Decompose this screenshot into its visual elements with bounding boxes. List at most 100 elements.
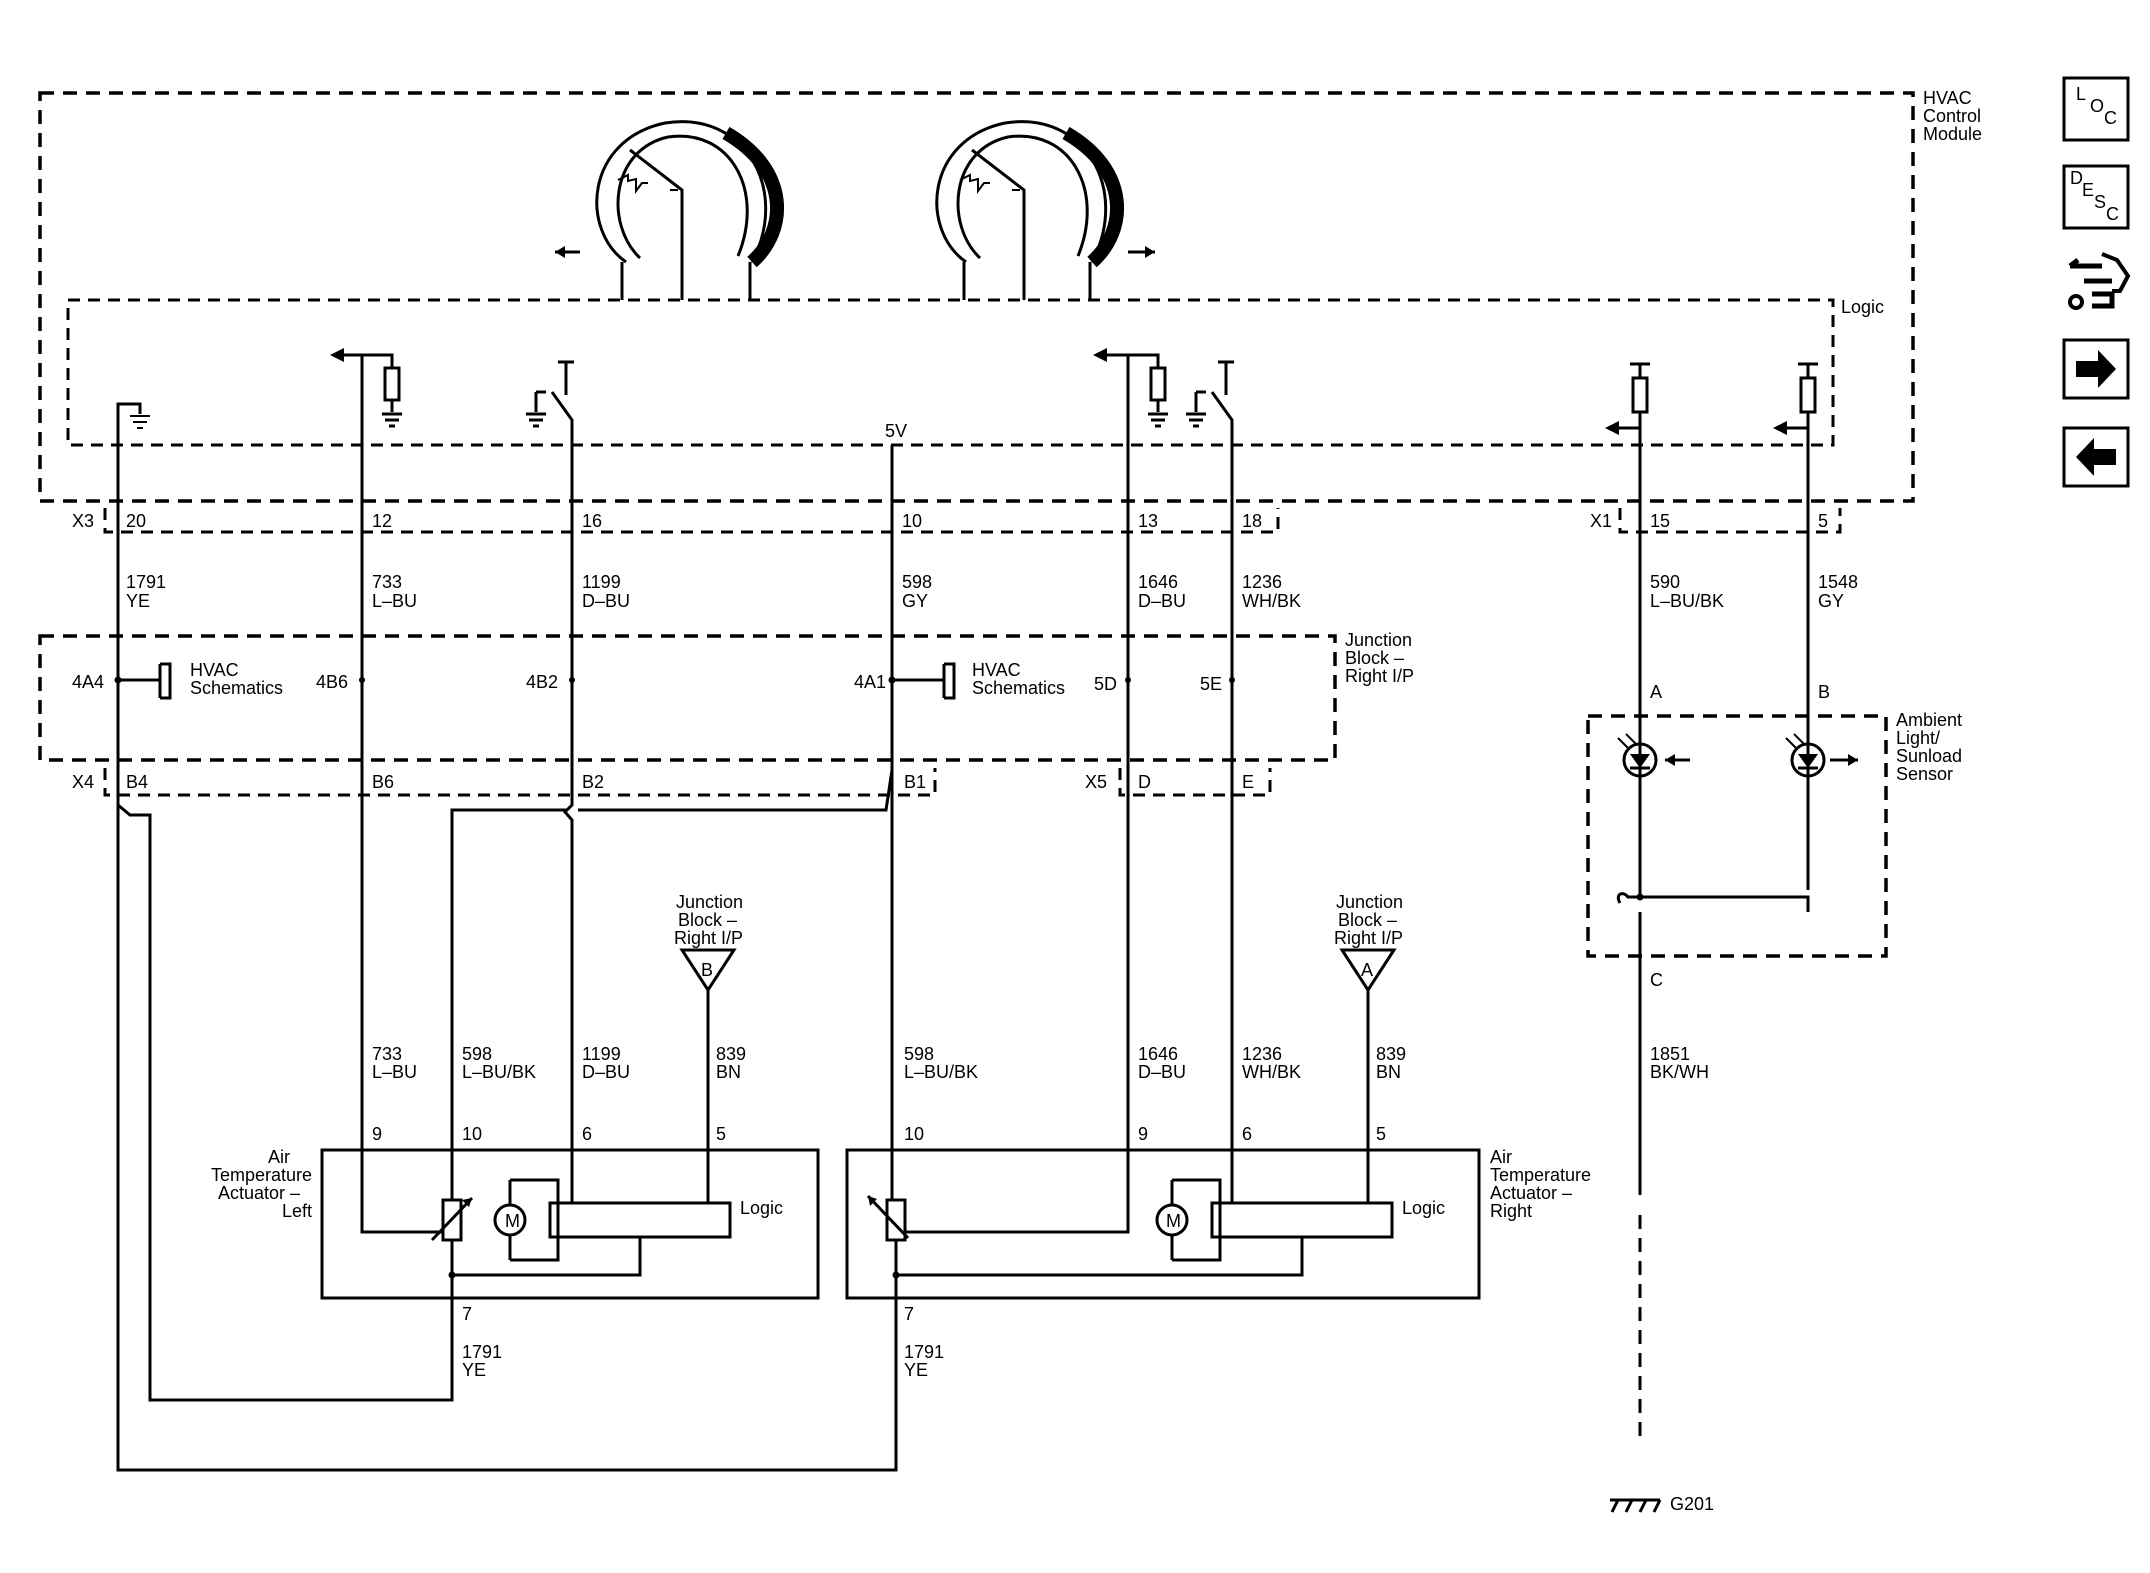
svg-text:D–BU: D–BU [582, 591, 630, 611]
junction-pin-4a1: 4A1 [854, 672, 886, 692]
actuator-right-title-3: Actuator – [1490, 1183, 1572, 1203]
actuator-left-title-2: Temperature [211, 1165, 312, 1185]
actuator-right-motor: M [1166, 1211, 1181, 1231]
hvac-schematics-ref-right-2: Schematics [972, 678, 1065, 698]
ground-label: G201 [1670, 1494, 1714, 1514]
svg-text:1791: 1791 [126, 572, 166, 592]
temp-knob-left [555, 120, 785, 300]
logic-label: Logic [1841, 297, 1884, 317]
ref-a-letter: A [1361, 960, 1373, 980]
hvac-schematics-ref-left-1: HVAC [190, 660, 239, 680]
junction-ref-a [1339, 948, 1397, 993]
actuator-right-title-4: Right [1490, 1201, 1532, 1221]
x4-pin-b4: B4 [126, 772, 148, 792]
x5-pin-d: D [1138, 772, 1151, 792]
junction-pin-5d: 5D [1094, 674, 1117, 694]
actuator-left-logic: Logic [740, 1198, 783, 1218]
svg-text:1236: 1236 [1242, 572, 1282, 592]
actuator-right-pin-6: 6 [1242, 1124, 1252, 1144]
x5-pin-e: E [1242, 772, 1254, 792]
loc-button[interactable]: L O C [2062, 76, 2130, 142]
svg-text:GY: GY [1818, 591, 1844, 611]
x1-connector-outline [1618, 508, 1842, 534]
actuator-left-motor: M [505, 1211, 520, 1231]
actuator-left-pin-9: 9 [372, 1124, 382, 1144]
desc-e: E [2082, 180, 2094, 200]
right-arrow-icon [2076, 350, 2116, 388]
svg-text:590: 590 [1650, 572, 1680, 592]
svg-text:BN: BN [716, 1062, 741, 1082]
junction-block-box [38, 634, 1337, 762]
next-arrow-button[interactable] [2062, 338, 2130, 400]
svg-text:GY: GY [902, 591, 928, 611]
svg-text:1646: 1646 [1138, 1044, 1178, 1064]
svg-text:1199: 1199 [582, 1044, 621, 1064]
svg-text:1548: 1548 [1818, 572, 1858, 592]
nav-buttons: L O C D E S C [2062, 76, 2131, 516]
actuator-right-logic: Logic [1402, 1198, 1445, 1218]
svg-text:WH/BK: WH/BK [1242, 591, 1301, 611]
ground-wire-color: BK/WH [1650, 1062, 1709, 1082]
svg-text:L–BU/BK: L–BU/BK [904, 1062, 978, 1082]
actuator-right-pin-10: 10 [904, 1124, 924, 1144]
ref-b-letter: B [701, 960, 713, 980]
ref-a-line3: Right I/P [1334, 928, 1403, 948]
sensor-common-splice [1616, 892, 1640, 904]
svg-text:L–BU: L–BU [372, 591, 417, 611]
ref-b-line2: Block – [678, 910, 737, 930]
junction-pin-4a4: 4A4 [72, 672, 104, 692]
hvac-schematics-bracket-right [892, 662, 956, 700]
x3-connector-outline [103, 508, 1280, 534]
svg-text:733: 733 [372, 572, 402, 592]
hvac-schematics-ref-left-2: Schematics [190, 678, 283, 698]
actuator-right-title-1: Air [1490, 1147, 1512, 1167]
ref-a-line1: Junction [1336, 892, 1403, 912]
wires [114, 500, 1810, 1472]
junction-title-2: Block – [1345, 648, 1404, 668]
desc-d: D [2070, 168, 2083, 188]
connector-tool-icon[interactable] [2068, 252, 2131, 310]
hvac-schematics-ref-right-1: HVAC [972, 660, 1021, 680]
sensor-pin-c: C [1650, 970, 1663, 990]
x1-pin-5: 5 [1818, 511, 1828, 531]
ref-b-line3: Right I/P [674, 928, 743, 948]
x4-connector-outline [103, 768, 937, 797]
x3-pin-12: 12 [372, 511, 392, 531]
previous-arrow-button[interactable] [2062, 426, 2130, 488]
actuator-right-pin-9: 9 [1138, 1124, 1148, 1144]
five-volt-label: 5V [885, 421, 907, 441]
x4-pin-b2: B2 [582, 772, 604, 792]
loc-o: O [2090, 96, 2104, 116]
desc-c: C [2106, 204, 2119, 224]
actuator-right-internals [866, 1150, 1394, 1312]
chassis-ground-icon [1610, 1498, 1662, 1513]
left-arrow-icon [2076, 438, 2116, 476]
hvac-module-box [38, 91, 1915, 503]
loc-l: L [2076, 84, 2086, 104]
bottom-wire-right-num: 1791 [904, 1342, 944, 1362]
actuator-right-pin-7: 7 [904, 1304, 914, 1324]
temp-knob-right [935, 120, 1155, 300]
actuator-left-title-3: Actuator – [218, 1183, 300, 1203]
sensor-title-3: Sunload [1896, 746, 1962, 766]
actuator-left-title-1: Air [268, 1147, 290, 1167]
svg-text:L–BU/BK: L–BU/BK [1650, 591, 1724, 611]
actuator-left-pin-5: 5 [716, 1124, 726, 1144]
svg-text:598: 598 [904, 1044, 934, 1064]
x4-pin-b1: B1 [904, 772, 926, 792]
x1-label: X1 [1590, 511, 1612, 531]
svg-text:D–BU: D–BU [582, 1062, 630, 1082]
junction-pin-4b6: 4B6 [316, 672, 348, 692]
actuator-right-pin-5: 5 [1376, 1124, 1386, 1144]
x3-pin-10: 10 [902, 511, 922, 531]
actuator-left-pin-7: 7 [462, 1304, 472, 1324]
svg-text:839: 839 [716, 1044, 746, 1064]
ref-b-line1: Junction [676, 892, 743, 912]
x3-pin-13: 13 [1138, 511, 1158, 531]
desc-button[interactable]: D E S C [2062, 164, 2130, 230]
sensor-title-4: Sensor [1896, 764, 1953, 784]
junction-title-3: Right I/P [1345, 666, 1414, 686]
logic-internal-symbols [116, 348, 1818, 500]
